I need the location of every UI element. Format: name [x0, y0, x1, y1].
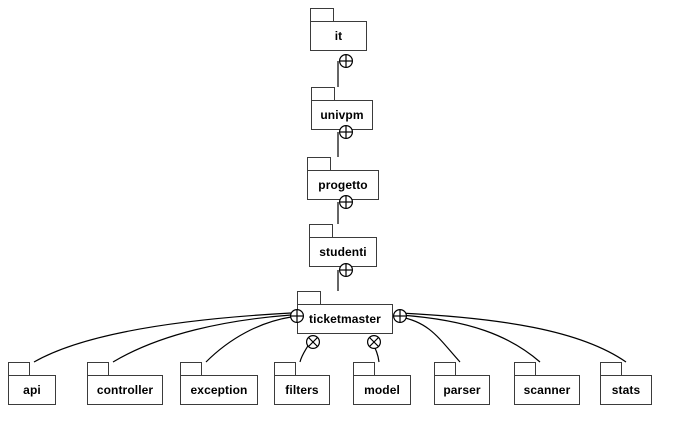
- circle-plus-icon: [392, 308, 408, 324]
- circle-plus-icon: [338, 124, 354, 140]
- circle-plus-icon: [338, 262, 354, 278]
- package-body: parser: [434, 375, 490, 405]
- package-body: filters: [274, 375, 330, 405]
- package-body: it: [310, 21, 367, 51]
- package-label: parser: [443, 383, 481, 397]
- package-body: scanner: [514, 375, 580, 405]
- package-tab: [8, 362, 30, 376]
- package-body: progetto: [307, 170, 379, 200]
- package-node-scanner[interactable]: scanner: [514, 362, 584, 409]
- package-body: studenti: [309, 237, 377, 267]
- package-tab: [434, 362, 456, 376]
- package-body: api: [8, 375, 56, 405]
- package-label: ticketmaster: [309, 312, 381, 326]
- package-node-exception[interactable]: exception: [180, 362, 262, 409]
- package-body: exception: [180, 375, 258, 405]
- package-tab: [309, 224, 333, 238]
- package-body: controller: [87, 375, 163, 405]
- package-body: ticketmaster: [297, 304, 393, 334]
- package-label: filters: [285, 383, 319, 397]
- package-node-api[interactable]: api: [8, 362, 60, 409]
- package-node-filters[interactable]: filters: [274, 362, 334, 409]
- package-label: studenti: [319, 245, 367, 259]
- package-node-it[interactable]: it: [310, 8, 371, 55]
- package-label: progetto: [318, 178, 368, 192]
- package-tab: [307, 157, 331, 171]
- package-tab: [311, 87, 335, 101]
- package-node-ticketmaster[interactable]: ticketmaster: [297, 291, 397, 338]
- package-tab: [353, 362, 375, 376]
- package-label: stats: [611, 383, 641, 397]
- circle-cross-icon: [305, 334, 321, 350]
- package-node-studenti[interactable]: studenti: [309, 224, 381, 271]
- package-tab: [180, 362, 202, 376]
- package-node-parser[interactable]: parser: [434, 362, 494, 409]
- package-tab: [274, 362, 296, 376]
- package-label: exception: [190, 383, 248, 397]
- circle-plus-icon: [338, 194, 354, 210]
- package-tab: [87, 362, 109, 376]
- package-label: model: [364, 383, 400, 397]
- package-tab: [600, 362, 622, 376]
- circle-plus-icon: [338, 53, 354, 69]
- package-node-model[interactable]: model: [353, 362, 415, 409]
- package-label: controller: [96, 383, 154, 397]
- package-node-stats[interactable]: stats: [600, 362, 656, 409]
- circle-plus-icon: [289, 308, 305, 324]
- package-node-controller[interactable]: controller: [87, 362, 167, 409]
- package-tab: [514, 362, 536, 376]
- package-label: it: [334, 29, 343, 43]
- package-tab: [297, 291, 321, 305]
- package-node-progetto[interactable]: progetto: [307, 157, 383, 204]
- package-label: scanner: [523, 383, 571, 397]
- package-label: api: [23, 383, 41, 397]
- package-body: stats: [600, 375, 652, 405]
- package-tab: [310, 8, 334, 22]
- circle-cross-icon: [366, 334, 382, 350]
- package-body: model: [353, 375, 411, 405]
- package-label: univpm: [320, 108, 364, 122]
